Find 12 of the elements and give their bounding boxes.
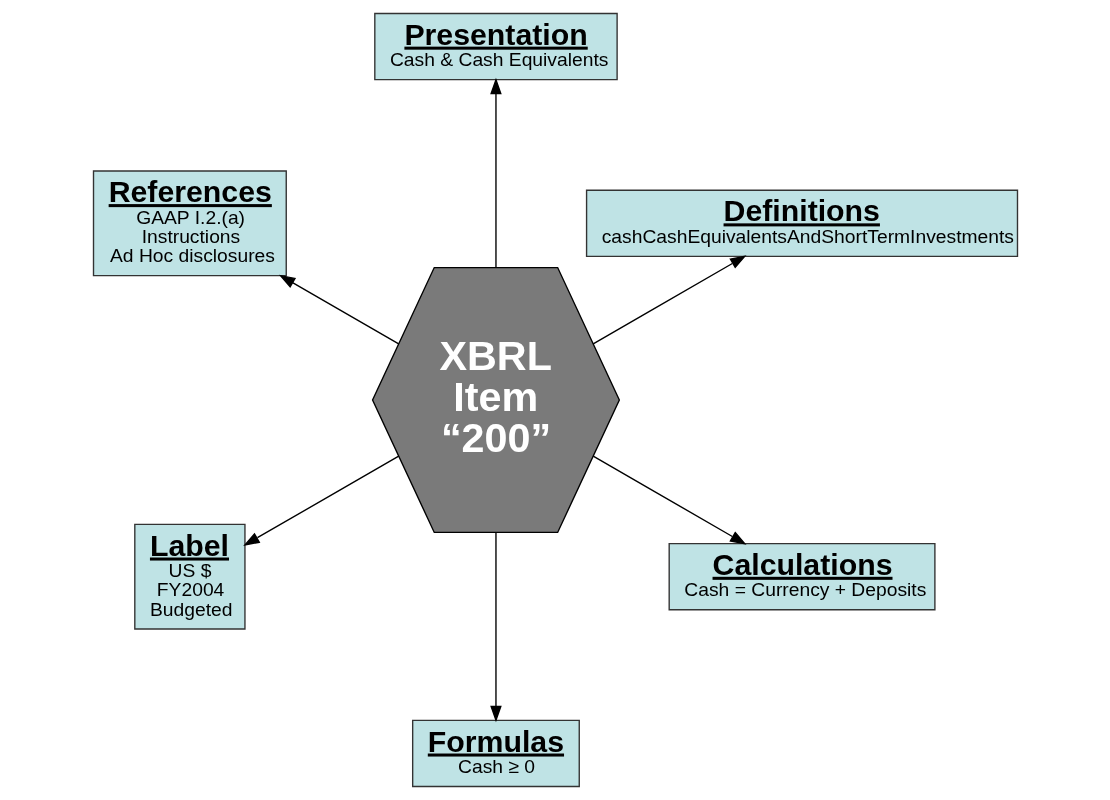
arrow	[489, 77, 502, 269]
arrow	[242, 455, 399, 546]
node-box: Calculations Cash = Currency + Deposits	[668, 542, 936, 611]
node-box: Presentation Cash & Cash Equivalents	[373, 12, 618, 81]
arrow	[489, 531, 502, 723]
arrow	[278, 274, 399, 345]
arrow	[592, 255, 746, 345]
node-box: Formulas Cash ≥ 0	[411, 719, 580, 788]
node-box: References GAAP I.2.(a) Instructions Ad Hoc disclosures	[92, 170, 287, 277]
node-box: Definitions cashCashEquivalentsAndShortTermInvestments	[585, 189, 1018, 257]
arrow	[592, 455, 746, 545]
node-box: Label US $ FY2004 Budgeted	[133, 523, 246, 630]
